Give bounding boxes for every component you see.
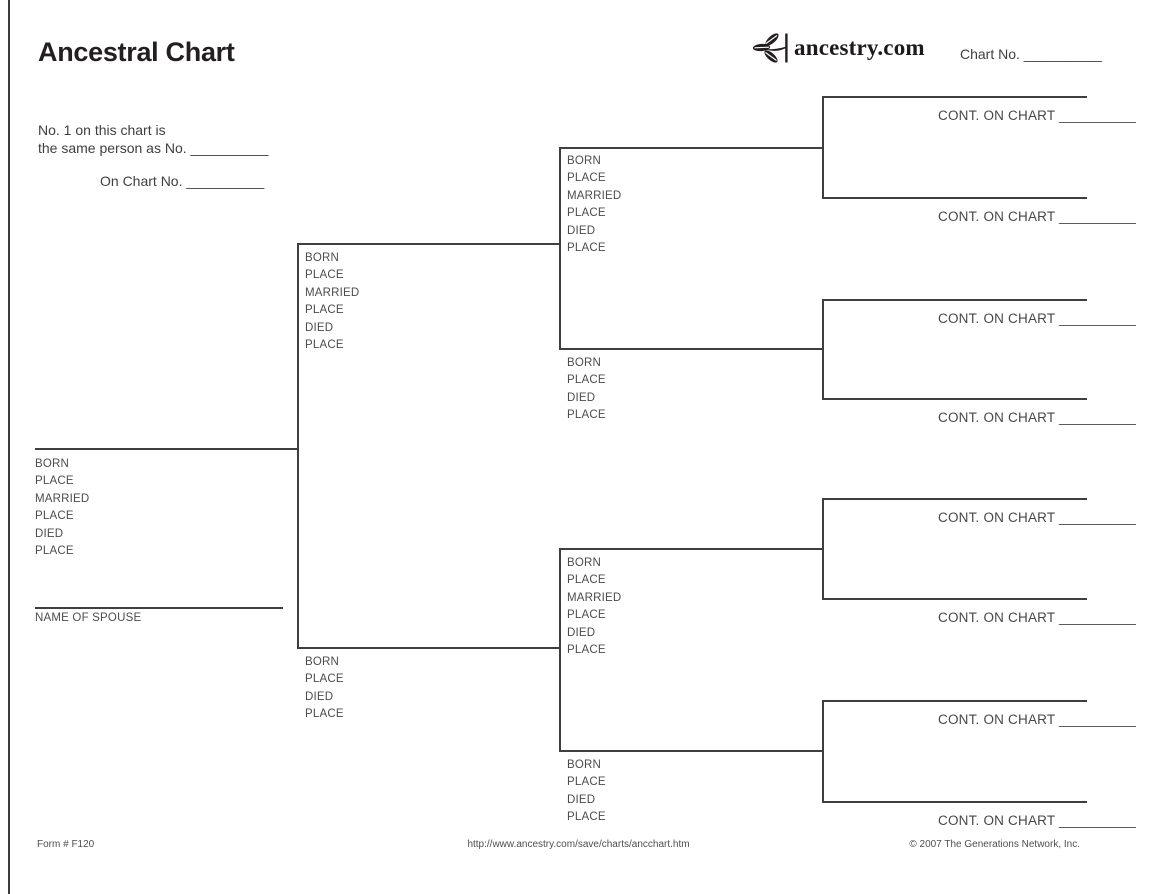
great-grandparent-line-1 [822,96,1087,98]
copyright-notice: © 2007 The Generations Network, Inc. [909,839,1080,850]
great-grandparent-line-8 [822,801,1087,803]
page-edge-line [8,0,10,894]
gen4-connector-line-4 [822,700,824,802]
maternal-gen3-connector-line [559,548,561,751]
paternal-grandfather-line [559,147,823,149]
field-label: DIED [567,391,596,404]
great-grandparent-line-6 [822,598,1087,600]
cont-on-chart-label-4: CONT. ON CHART __________ [938,410,1137,425]
field-label: PLACE [567,574,606,587]
paternal-grandmother-line [559,348,823,350]
cont-on-chart-label-7: CONT. ON CHART __________ [938,712,1137,727]
note-same-person: No. 1 on this chart is the same person a… [38,121,268,157]
gen4-connector-line-1 [822,96,824,198]
field-label: PLACE [35,510,74,523]
father-name-line [297,243,561,245]
form-url: http://www.ancestry.com/save/charts/ancc… [467,839,690,850]
field-label: BORN [305,252,340,264]
field-label: DIED [567,793,596,806]
gen4-connector-line-2 [822,299,824,399]
spouse-name-label: NAME OF SPOUSE [35,612,142,624]
great-grandparent-line-7 [822,700,1087,702]
note-on-chart: On Chart No. __________ [100,173,265,189]
field-label: PLACE [305,339,344,352]
cont-on-chart-label-5: CONT. ON CHART __________ [938,510,1137,525]
paternal-grandmother-fields: BORN PLACE DIED PLACE [567,355,606,425]
maternal-grandfather-line [559,548,823,550]
great-grandparent-line-2 [822,197,1087,199]
cont-on-chart-label-6: CONT. ON CHART __________ [938,610,1137,625]
ancestry-leaf-icon [752,30,792,66]
field-label: BORN [35,458,70,470]
father-fields: BORN PLACE MARRIED PLACE DIED PLACE [305,250,359,354]
paternal-grandfather-fields: BORN PLACE MARRIED PLACE DIED PLACE [567,153,621,257]
ancestry-logo-text: ancestry.com [794,35,925,60]
field-label: PLACE [567,242,606,255]
field-label: BORN [305,656,340,668]
great-grandparent-line-3 [822,299,1087,301]
great-grandparent-line-5 [822,498,1087,500]
field-label: MARRIED [35,492,90,505]
field-label: PLACE [305,708,344,721]
person1-name-line [35,448,299,450]
field-label: PLACE [35,545,74,558]
maternal-grandmother-line [559,750,823,752]
field-label: DIED [567,626,596,639]
field-label: MARRIED [305,286,360,299]
field-label: PLACE [305,269,344,282]
note-line2: the same person as No. __________ [38,140,269,156]
field-label: DIED [305,690,334,703]
field-label: DIED [305,321,334,334]
field-label: DIED [567,224,596,237]
person1-fields: BORN PLACE MARRIED PLACE DIED PLACE [35,456,89,560]
field-label: BORN [567,557,602,569]
mother-fields: BORN PLACE DIED PLACE [305,654,344,724]
paternal-gen3-connector-line [559,147,561,349]
mother-name-line [297,647,561,649]
spouse-name-line [35,607,283,609]
field-label: PLACE [567,409,606,422]
gen2-connector-line [297,243,299,649]
field-label: PLACE [35,475,74,488]
page-title: Ancestral Chart [38,37,235,67]
gen4-connector-line-3 [822,498,824,599]
note-line1: No. 1 on this chart is [38,122,166,138]
field-label: PLACE [567,811,606,824]
ancestry-logo: ancestry.com [752,30,925,66]
field-label: PLACE [567,776,606,789]
field-label: PLACE [305,673,344,686]
chart-no-blank: Chart No. __________ [960,46,1102,62]
field-label: MARRIED [567,591,622,604]
field-label: PLACE [305,304,344,317]
field-label: DIED [35,527,64,540]
field-label: BORN [567,357,602,369]
field-label: PLACE [567,374,606,387]
field-label: PLACE [567,207,606,220]
field-label: PLACE [567,644,606,657]
maternal-grandfather-fields: BORN PLACE MARRIED PLACE DIED PLACE [567,555,621,659]
field-label: BORN [567,155,602,167]
form-number: Form # F120 [37,839,95,850]
field-label: PLACE [567,609,606,622]
cont-on-chart-label-2: CONT. ON CHART __________ [938,209,1137,224]
cont-on-chart-label-8: CONT. ON CHART __________ [938,813,1137,828]
cont-on-chart-label-3: CONT. ON CHART __________ [938,311,1137,326]
great-grandparent-line-4 [822,398,1087,400]
field-label: MARRIED [567,189,622,202]
field-label: BORN [567,759,602,771]
field-label: PLACE [567,172,606,185]
maternal-grandmother-fields: BORN PLACE DIED PLACE [567,757,606,827]
cont-on-chart-label-1: CONT. ON CHART __________ [938,108,1137,123]
